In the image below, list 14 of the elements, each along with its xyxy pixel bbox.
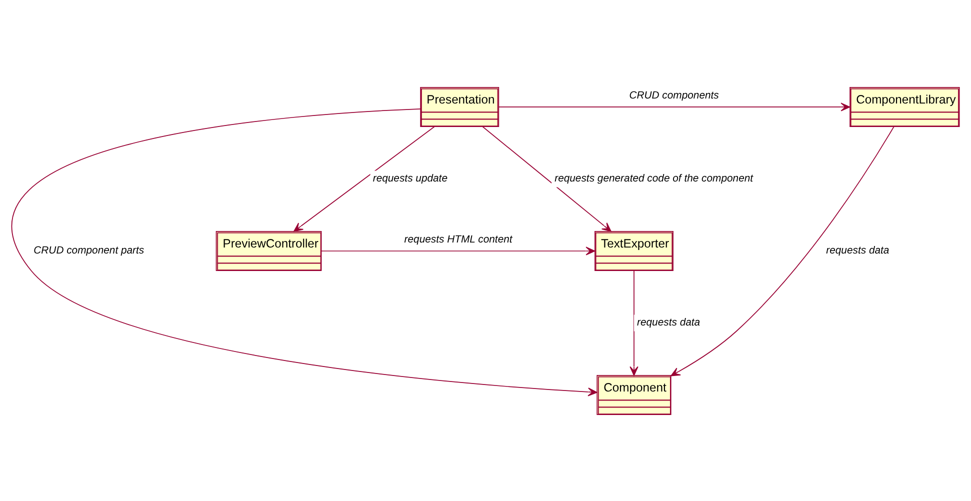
edge-label: CRUD component parts (34, 244, 144, 256)
arrow (498, 102, 850, 111)
arrow (482, 126, 612, 232)
arrow (321, 246, 596, 255)
arrow (293, 126, 435, 232)
edge-label: requests data (826, 244, 890, 256)
arrow (630, 270, 638, 376)
edge-label: requests generated code of the component (554, 172, 754, 184)
edge-label: requests data (637, 316, 700, 328)
arrow (670, 126, 894, 376)
edge-label: requests update (372, 172, 448, 184)
edge-label: CRUD components (629, 90, 719, 101)
edge-label: requests HTML content (404, 234, 512, 245)
arrow (13, 108, 598, 396)
